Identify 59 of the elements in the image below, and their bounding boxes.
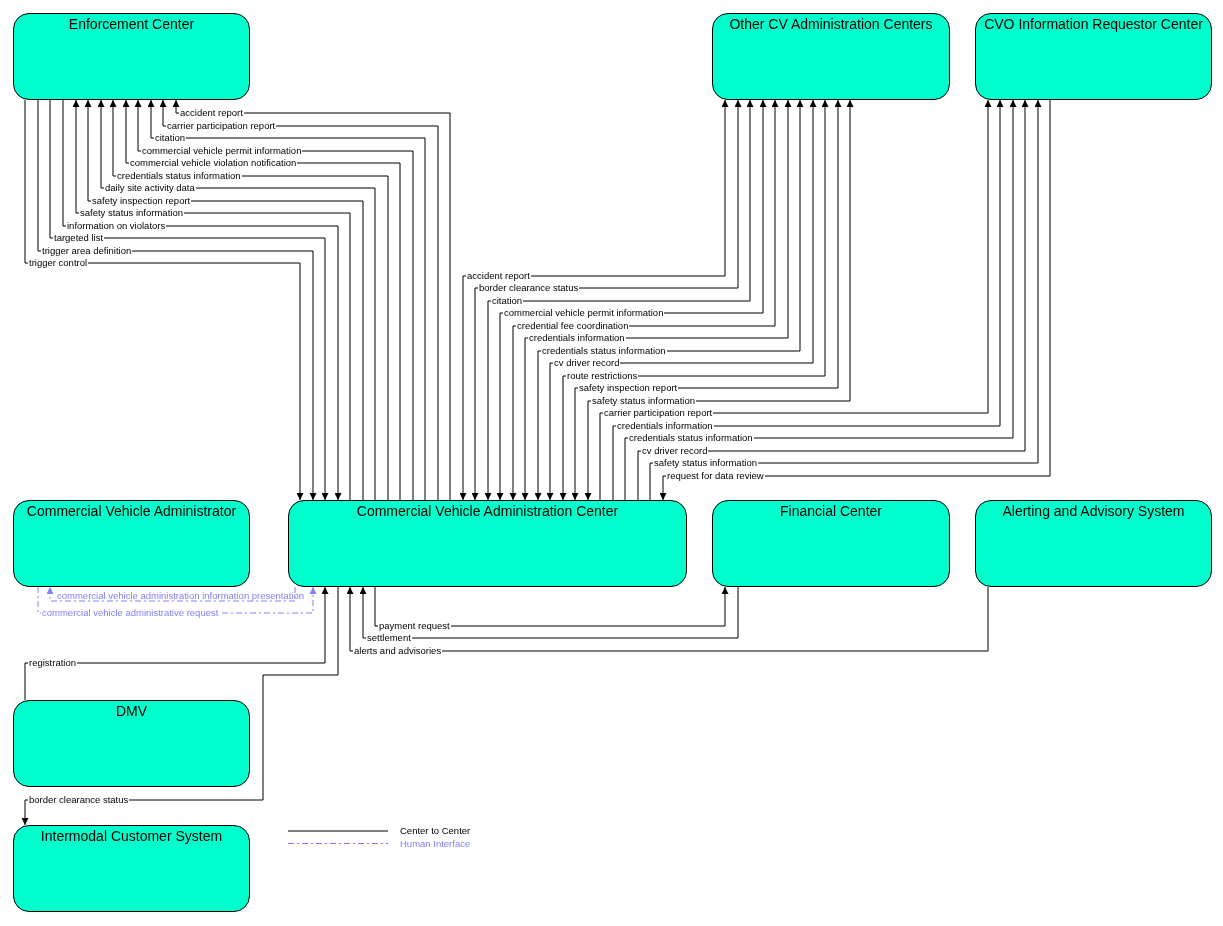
flow-arrow [359, 586, 739, 639]
edge-label: safety status information [653, 457, 758, 468]
edge-label: credentials status information [628, 432, 754, 443]
edge-label: safety status information [79, 207, 184, 218]
system-box [712, 13, 950, 100]
edge-label: trigger control [28, 257, 89, 268]
system-name: Commercial Vehicle Administrator [25, 503, 238, 519]
system-name: Commercial Vehicle Administration Center [355, 503, 620, 519]
edge-label: registration [28, 657, 77, 668]
system-box [13, 700, 250, 787]
edge-label: safety status information [591, 395, 696, 406]
system-box [13, 500, 250, 587]
edge-label: alerts and advisories [353, 645, 443, 656]
edge-label: citation [154, 132, 187, 143]
edge-label: accident report [179, 107, 244, 118]
system-box [712, 500, 950, 587]
edge-label: trigger area definition [41, 245, 133, 256]
edge-label: cv driver record [553, 357, 621, 368]
system-name: Other CV Administration Centers [728, 16, 934, 32]
edge-label: safety inspection report [578, 382, 679, 393]
flow-arrow [46, 586, 296, 602]
edge-label: payment request [378, 620, 451, 631]
edge-label: commercial vehicle administration information presentation [56, 590, 306, 601]
edge-label: credentials status information [116, 170, 242, 181]
edge-label: commercial vehicle violation notification [129, 157, 298, 168]
edge-label: carrier participation report [603, 407, 714, 418]
system-box [13, 13, 250, 100]
edge-label: credentials information [528, 332, 626, 343]
edge-label: accident report [466, 270, 531, 281]
system-box [975, 13, 1212, 100]
edge-label: commercial vehicle permit information [141, 145, 303, 156]
edge-label: route restrictions [566, 370, 639, 381]
legend-label: Center to Center [400, 825, 471, 836]
system-box [975, 500, 1212, 587]
system-name: Intermodal Customer System [39, 828, 224, 844]
edge-label: border clearance status [28, 794, 130, 805]
edge-label: credentials status information [541, 345, 667, 356]
edge-label: border clearance status [478, 282, 580, 293]
system-box [288, 500, 687, 587]
edge-label: credentials information [616, 420, 714, 431]
edge-label: request for data review [666, 470, 765, 481]
system-name: Enforcement Center [67, 16, 196, 32]
system-name: DMV [114, 703, 149, 719]
system-name: CVO Information Requestor Center [983, 16, 1204, 32]
system-name: Alerting and Advisory System [1001, 503, 1186, 519]
edge-label: carrier participation report [166, 120, 277, 131]
legend-label: Human Interface [400, 837, 471, 849]
edge-label: safety inspection report [91, 195, 192, 206]
edge-label: targeted list [53, 232, 105, 243]
edge-label: daily site activity data [104, 182, 196, 193]
edge-label: commercial vehicle permit information [503, 307, 665, 318]
edge-label: commercial vehicle administrative request [41, 607, 220, 618]
edge-label: citation [491, 295, 524, 306]
system-box [13, 825, 250, 912]
system-name: Financial Center [779, 503, 883, 519]
edge-label: settlement [366, 632, 412, 643]
edge-label: information on violators [66, 220, 167, 231]
edge-label: credential fee coordination [516, 320, 630, 331]
edge-label: cv driver record [641, 445, 709, 456]
